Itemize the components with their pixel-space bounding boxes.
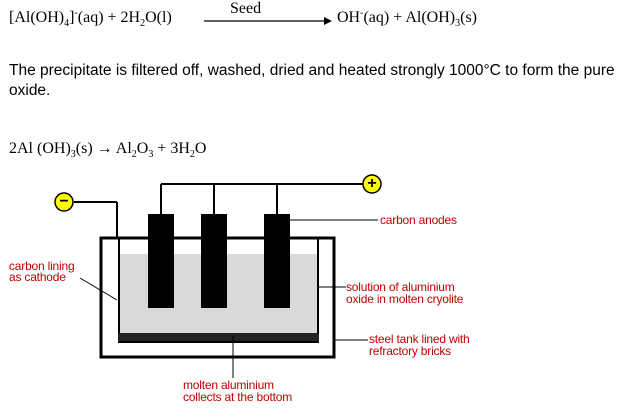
- label-steel-tank-2: refractory bricks: [369, 344, 451, 358]
- carbon-anode-3: [264, 214, 290, 308]
- reaction-2: 2Al (OH)3(s) → Al2O3 + 3H2O: [9, 140, 207, 161]
- label-molten-1: molten aluminium: [183, 378, 274, 392]
- negative-terminal: [54, 192, 74, 212]
- reaction-arrow: [204, 17, 332, 25]
- reaction-1-product: OH-(aq) + Al(OH)3(s): [337, 7, 478, 30]
- label-steel-tank-1: steel tank lined with: [369, 332, 470, 346]
- label-solution-1: solution of aluminium: [346, 280, 455, 294]
- label-carbon-lining-2: as cathode: [9, 270, 66, 284]
- label-carbon-anodes: carbon anodes: [380, 213, 457, 227]
- molten-aluminium-layer: [118, 333, 319, 343]
- carbon-anode-1: [148, 214, 174, 308]
- reaction-1-reactant: [Al(OH)4]-(aq) + 2H2O(l): [9, 7, 172, 30]
- positive-sign: +: [367, 175, 377, 192]
- label-pointers: [79, 219, 378, 378]
- reaction-1: [Al(OH)4]-(aq) + 2H2O(l): [9, 7, 172, 30]
- carbon-anode-2: [201, 214, 227, 308]
- label-carbon-lining-1: carbon lining: [9, 259, 75, 273]
- body-paragraph: The precipitate is filtered off, washed,…: [9, 62, 615, 99]
- negative-sign: −: [59, 193, 69, 210]
- wires: [74, 183, 363, 238]
- label-solution-2: oxide in molten cryolite: [346, 292, 464, 306]
- label-molten-2: collects at the bottom: [183, 390, 292, 404]
- catalyst-label: Seed: [230, 0, 262, 17]
- positive-terminal: [362, 174, 382, 194]
